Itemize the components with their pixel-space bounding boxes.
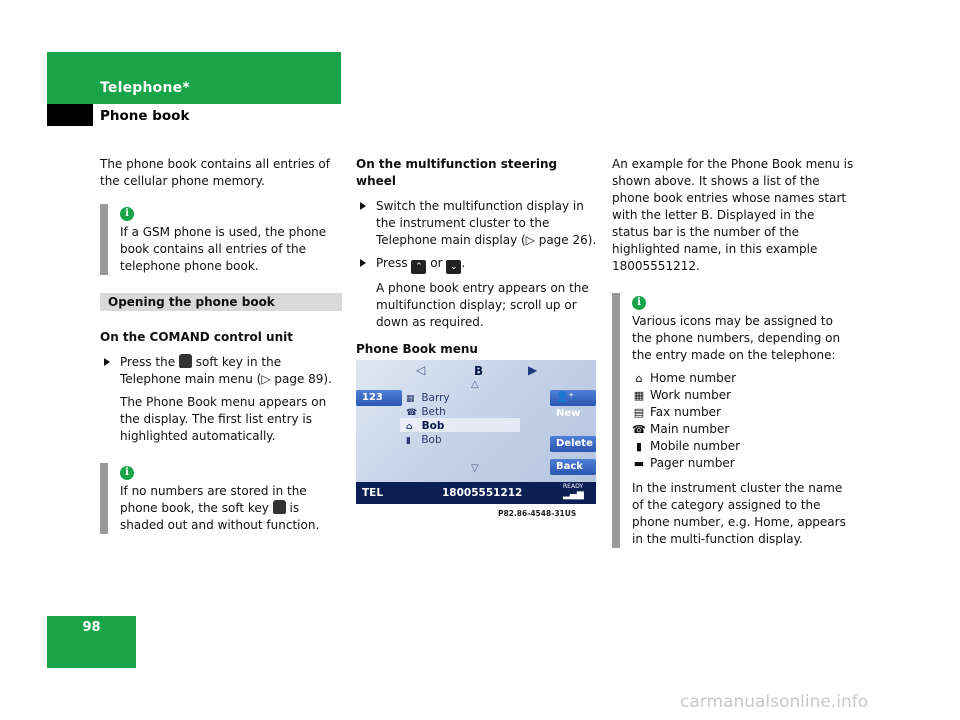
info-icon: i xyxy=(120,466,134,480)
mobile-icon: ▮ xyxy=(406,436,411,446)
mobile-icon: ▮ xyxy=(635,440,643,453)
scroll-down-icon: ▽ xyxy=(471,463,479,474)
index-letter: B xyxy=(474,364,484,378)
phone-book-menu-heading: Phone Book menu xyxy=(356,342,478,356)
figure-caption: P82.86-4548-31US xyxy=(498,509,577,518)
left-arrow-icon: ◁ xyxy=(416,363,426,377)
entry-bob-mobile[interactable]: ▮ Bob xyxy=(406,434,442,446)
column-1: The phone book contains all entries of t… xyxy=(100,156,342,534)
status-tel: TEL xyxy=(362,487,384,499)
legend-pager: ▬Pager number xyxy=(633,456,735,470)
pager-icon: ▬ xyxy=(633,457,645,470)
step-switch-display: Switch the multifunction display in the … xyxy=(356,198,598,249)
home-icon: ⌂ xyxy=(635,372,643,385)
page-number-box: 98 xyxy=(47,616,136,668)
status-bar: TEL 18005551212 READY ▂▄▆ xyxy=(356,482,596,504)
step-switch-text: Switch the multifunction display in the … xyxy=(376,199,597,247)
watermark: carmanualsonline.info xyxy=(680,692,869,712)
step-comand-result: The Phone Book menu appears on the displ… xyxy=(120,395,327,443)
intro-paragraph: The phone book contains all entries of t… xyxy=(100,157,330,188)
highlight-row xyxy=(400,418,520,432)
info-text-icons: Various icons may be assigned to the pho… xyxy=(632,314,841,362)
instrument-cluster-text: In the instrument cluster the name of th… xyxy=(632,481,846,546)
phone-softkey-icon xyxy=(272,500,286,514)
fax-icon: ▤ xyxy=(633,406,645,419)
phone-book-display: ◁ ▶ B △ 123 👤⁺ New ▦ Barry ☎ Beth ⌂ Bob … xyxy=(356,360,596,504)
step-press-text: Press ⌃ or ⌄. xyxy=(376,256,466,274)
step-press-keys: Press ⌃ or ⌄. xyxy=(356,255,598,274)
section-marker xyxy=(47,104,93,126)
legend-fax: ▤Fax number xyxy=(633,405,721,419)
btn-back[interactable]: Back xyxy=(550,459,596,475)
info-box-gsm: i If a GSM phone is used, the phone book… xyxy=(100,204,342,275)
steering-wheel-heading: On the multifunction steering wheel xyxy=(356,157,558,188)
new-contact-icon: 👤⁺ xyxy=(556,392,574,403)
work-icon: ▦ xyxy=(633,389,645,402)
step-comand-press: Press the soft key in the Telephone main… xyxy=(100,354,342,388)
info-text-no-numbers: If no numbers are stored in the phone bo… xyxy=(120,484,320,532)
column-3: An example for the Phone Book menu is sh… xyxy=(612,156,854,548)
btn-123[interactable]: 123 xyxy=(356,390,402,406)
phone-softkey-icon xyxy=(178,354,192,368)
legend-main: ☎Main number xyxy=(632,422,730,436)
opening-phone-book-heading: Opening the phone book xyxy=(100,293,342,311)
home-icon: ⌂ xyxy=(406,422,413,432)
info-icon: i xyxy=(120,207,134,221)
entry-barry[interactable]: ▦ Barry xyxy=(406,392,450,404)
bullet-arrow-icon xyxy=(104,358,110,366)
info-box-no-numbers: i If no numbers are stored in the phone … xyxy=(100,463,342,534)
status-ready: READY xyxy=(563,483,584,490)
section-title: Phone book xyxy=(100,108,190,124)
bullet-arrow-icon xyxy=(360,259,366,267)
entry-beth[interactable]: ☎ Beth xyxy=(406,406,446,418)
info-icon: i xyxy=(632,296,646,310)
up-key-icon: ⌃ xyxy=(411,260,427,274)
header-band xyxy=(47,52,341,104)
right-arrow-icon: ▶ xyxy=(528,363,538,377)
info-text-gsm: If a GSM phone is used, the phone book c… xyxy=(120,225,327,273)
signal-icon: ▂▄▆ xyxy=(563,490,584,500)
btn-new[interactable]: 👤⁺ New xyxy=(550,390,596,419)
icon-legend: ⌂Home number ▦Work number ▤Fax number ☎M… xyxy=(632,370,854,472)
scroll-up-icon: △ xyxy=(471,379,479,390)
legend-mobile: ▮Mobile number xyxy=(632,438,854,455)
step-press-result: A phone book entry appears on the multif… xyxy=(376,281,589,329)
legend-home: ⌂Home number xyxy=(632,370,854,387)
status-number: 18005551212 xyxy=(442,487,523,499)
chapter-title: Telephone* xyxy=(100,80,190,96)
down-key-icon: ⌄ xyxy=(446,260,462,274)
example-paragraph: An example for the Phone Book menu is sh… xyxy=(612,157,854,273)
bullet-arrow-icon xyxy=(360,202,366,210)
btn-delete[interactable]: Delete xyxy=(550,436,596,452)
main-icon: ☎ xyxy=(406,408,418,418)
entry-bob-home[interactable]: ⌂ Bob xyxy=(406,420,445,432)
page-number: 98 xyxy=(82,620,101,635)
column-2: On the multifunction steering wheel Swit… xyxy=(356,156,598,358)
info-box-icons: i Various icons may be assigned to the p… xyxy=(612,293,854,548)
legend-work: ▦Work number xyxy=(633,388,732,402)
work-icon: ▦ xyxy=(406,394,415,404)
comand-heading: On the COMAND control unit xyxy=(100,330,293,344)
main-phone-icon: ☎ xyxy=(632,423,646,436)
step-comand-text: Press the soft key in the Telephone main… xyxy=(120,354,332,386)
